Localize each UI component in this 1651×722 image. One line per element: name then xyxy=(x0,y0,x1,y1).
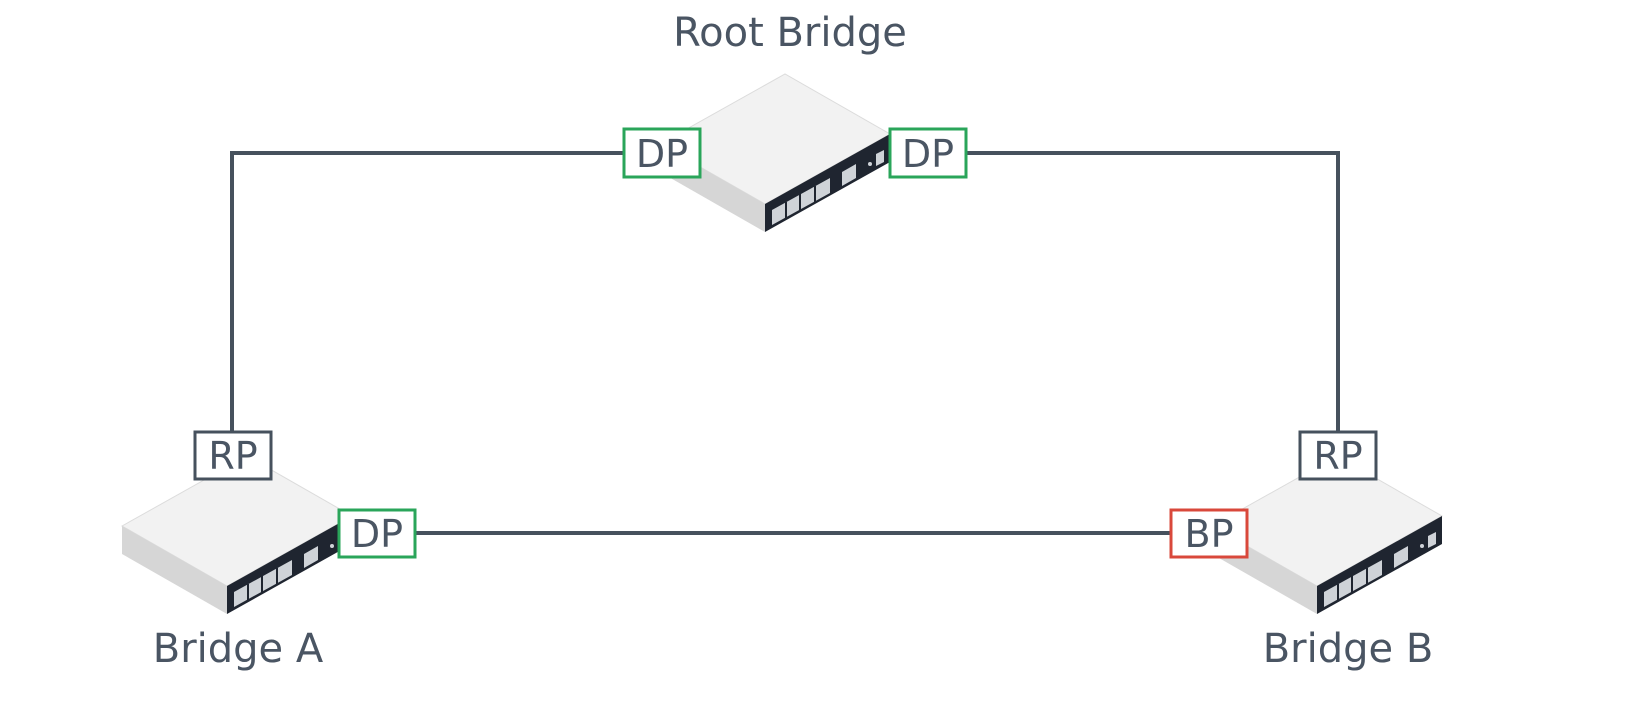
svg-text:DP: DP xyxy=(636,132,688,176)
link-root-to-bridge-a xyxy=(230,151,624,432)
port-bridge-b-left: BP xyxy=(1169,508,1249,559)
port-bridge-a-right: DP xyxy=(337,508,417,559)
bridge-b-label: Bridge B xyxy=(1263,626,1434,672)
port-root-left: DP xyxy=(622,127,702,179)
root-bridge-label: Root Bridge xyxy=(673,10,907,56)
port-root-right: DP xyxy=(888,127,968,179)
svg-text:BP: BP xyxy=(1185,512,1234,556)
svg-text:DP: DP xyxy=(351,512,403,556)
svg-text:RP: RP xyxy=(208,434,257,478)
bridge-a-label: Bridge A xyxy=(153,626,324,672)
port-bridge-a-up: RP xyxy=(193,430,273,481)
port-bridge-b-up: RP xyxy=(1298,430,1378,481)
svg-text:DP: DP xyxy=(902,132,954,176)
link-root-to-bridge-b xyxy=(966,151,1340,432)
svg-text:RP: RP xyxy=(1313,434,1362,478)
